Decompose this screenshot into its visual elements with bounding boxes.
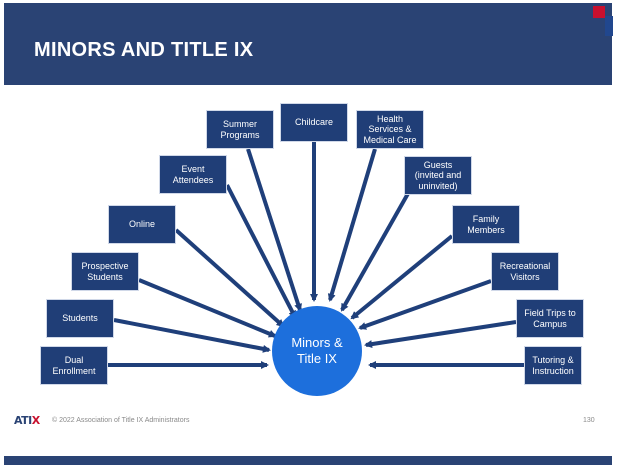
arrow-field-trips (364, 320, 517, 349)
arrow-guests (340, 189, 412, 312)
node-label: Students (62, 313, 98, 324)
center-label-line2: Title IX (297, 351, 337, 366)
slide-title: MINORS AND TITLE IX (34, 39, 254, 61)
arrow-summer-programs (246, 148, 302, 312)
arrow-students (113, 318, 271, 353)
page-number: 130 (583, 417, 595, 424)
corner-accent-red (593, 6, 605, 18)
arrow-recreational-visitors (358, 279, 492, 330)
center-circle: Minors & Title IX (272, 306, 362, 396)
copyright-text: © 2022 Association of Title IX Administr… (52, 417, 190, 424)
node-label: Tutoring &Instruction (532, 355, 574, 376)
logo-text-accent: X (31, 414, 40, 427)
arrow-health-services (327, 148, 377, 302)
node-childcare: Childcare (280, 103, 348, 142)
arrow-online (174, 228, 285, 328)
node-online: Online (108, 205, 176, 244)
center-label-line1: Minors & (291, 334, 343, 350)
title-bar: MINORS AND TITLE IX (4, 3, 612, 85)
node-students: Students (46, 299, 114, 338)
arrow-prospective-students (138, 278, 277, 338)
atixa-logo: ATIX (14, 414, 40, 427)
footer-bar (4, 456, 612, 465)
node-label: Online (128, 219, 155, 230)
node-label: Childcare (294, 117, 334, 128)
arrow-event-attendees (225, 184, 297, 319)
node-tutoring: Tutoring &Instruction (524, 346, 582, 385)
arrow-family-members (350, 234, 454, 320)
corner-accent-blue (605, 16, 613, 36)
logo-text-main: ATI (14, 414, 32, 427)
